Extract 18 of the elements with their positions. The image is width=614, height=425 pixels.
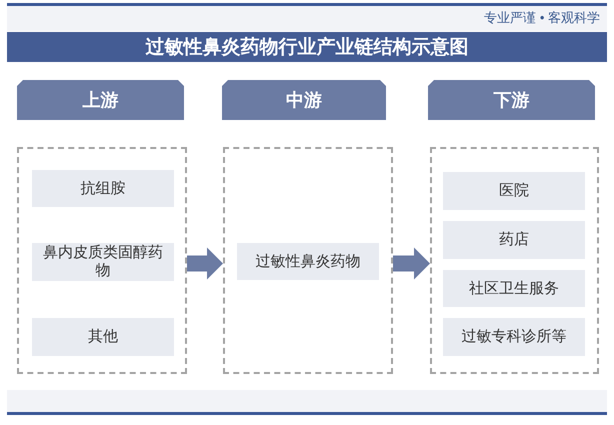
- block-arrow: [187, 248, 223, 280]
- item-box: 鼻内皮质类固醇药物: [32, 243, 174, 281]
- dashed-frame: [223, 147, 393, 374]
- item-box: 社区卫生服务: [443, 270, 585, 307]
- dashed-frame: [430, 147, 599, 374]
- tagline: 专业严谨 • 客观科学: [484, 9, 600, 27]
- stage-header: 中游: [222, 80, 386, 120]
- item-box: 过敏性鼻炎药物: [237, 243, 379, 280]
- stage-header: 上游: [17, 80, 184, 120]
- item-box: 过敏专科诊所等: [443, 318, 585, 356]
- dashed-frame: [17, 147, 187, 374]
- item-box: 医院: [443, 172, 585, 210]
- block-arrow: [393, 248, 430, 280]
- item-box: 药店: [443, 221, 585, 259]
- title-bar: 过敏性鼻炎药物行业产业链结构示意图: [7, 32, 607, 62]
- item-box: 抗组胺: [32, 170, 174, 207]
- item-box: 其他: [32, 318, 174, 356]
- stage-header: 下游: [428, 80, 595, 120]
